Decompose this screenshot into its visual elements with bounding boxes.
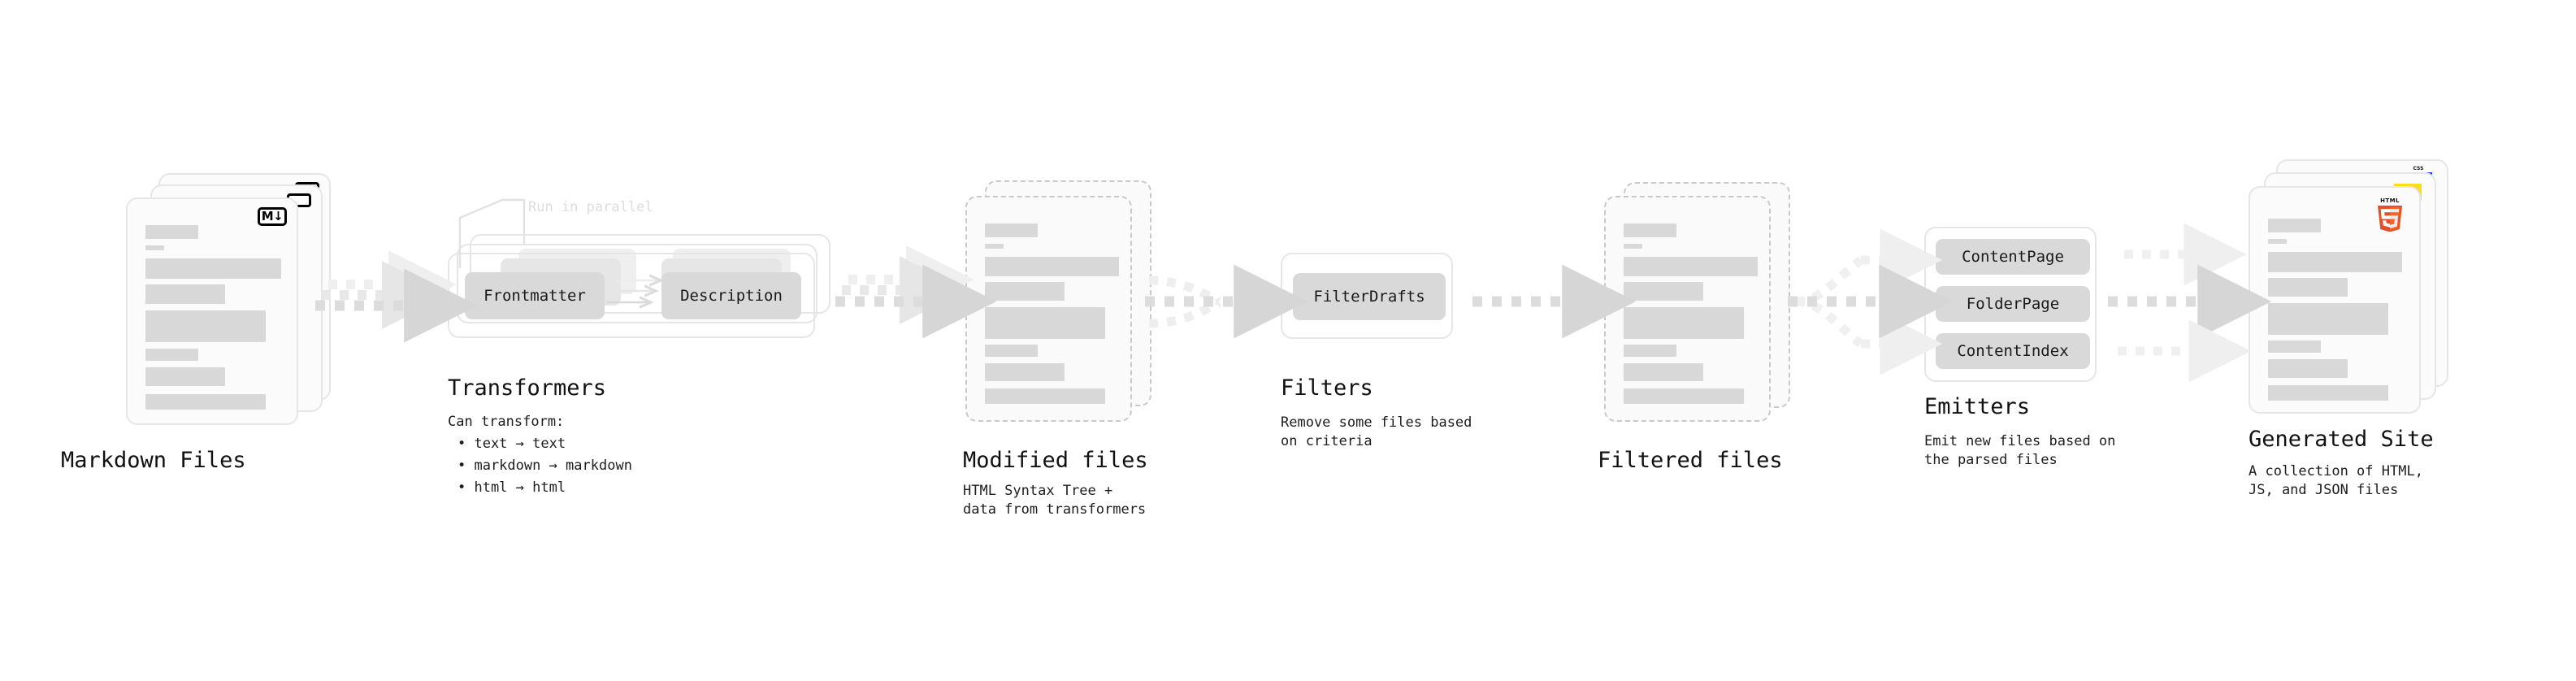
- run-in-parallel-label: Run in parallel: [528, 199, 653, 215]
- filters-panel: FilterDrafts: [1281, 253, 1453, 339]
- html5-icon: HTML: [2374, 196, 2405, 232]
- modified-files-subtitle: HTML Syntax Tree + data from transformer…: [963, 483, 1147, 518]
- modified-card-front: [965, 196, 1132, 422]
- filtered-card-front: [1604, 196, 1771, 422]
- transformer-chip-frontmatter[interactable]: Frontmatter: [465, 272, 605, 319]
- emitter-chip-folderpage[interactable]: FolderPage: [1936, 286, 2090, 322]
- emitter-chip-contentindex[interactable]: ContentIndex: [1936, 333, 2090, 369]
- emitters-subtitle: Emit new files based on the parsed files: [1924, 433, 2116, 468]
- transformer-panel-front: Frontmatter Description: [448, 253, 815, 338]
- filtered-files-title: Filtered files: [1598, 448, 1783, 473]
- transformers-subtitle-heading: Can transform:: [448, 414, 565, 430]
- connector-modified-to-filters: [1145, 264, 1308, 339]
- connector-filtered-to-emitters: [1788, 228, 1954, 375]
- transformers-title: Transformers: [448, 375, 607, 401]
- transformers-bullet-0: • text → text: [458, 436, 566, 452]
- emitters-panel: ContentPage FolderPage ContentIndex: [1924, 227, 2097, 382]
- transformers-bullet-1: • markdown → markdown: [458, 458, 632, 474]
- site-card-front: HTML: [2249, 186, 2421, 414]
- filters-title: Filters: [1281, 375, 1373, 401]
- generated-site-title: Generated Site: [2249, 427, 2434, 452]
- emitter-chip-contentpage[interactable]: ContentPage: [1936, 239, 2090, 275]
- markdown-files-title: Markdown Files: [61, 448, 246, 473]
- generated-site-subtitle: A collection of HTML, JS, and JSON files: [2249, 463, 2423, 498]
- connector-emitters-to-site: [2108, 223, 2272, 383]
- transformers-bullet-2: • html → html: [458, 479, 566, 496]
- markdown-card-front: M↓: [126, 197, 298, 425]
- svg-text:HTML: HTML: [2380, 197, 2400, 204]
- transformer-chip-description[interactable]: Description: [661, 272, 801, 319]
- markdown-icon: M↓: [258, 207, 287, 226]
- emitters-title: Emitters: [1924, 394, 2031, 419]
- filters-subtitle: Remove some files based on criteria: [1281, 414, 1472, 449]
- filter-chip-filterdrafts[interactable]: FilterDrafts: [1293, 273, 1446, 320]
- modified-files-title: Modified files: [963, 448, 1148, 473]
- connector-transformers-to-modified: [835, 245, 997, 339]
